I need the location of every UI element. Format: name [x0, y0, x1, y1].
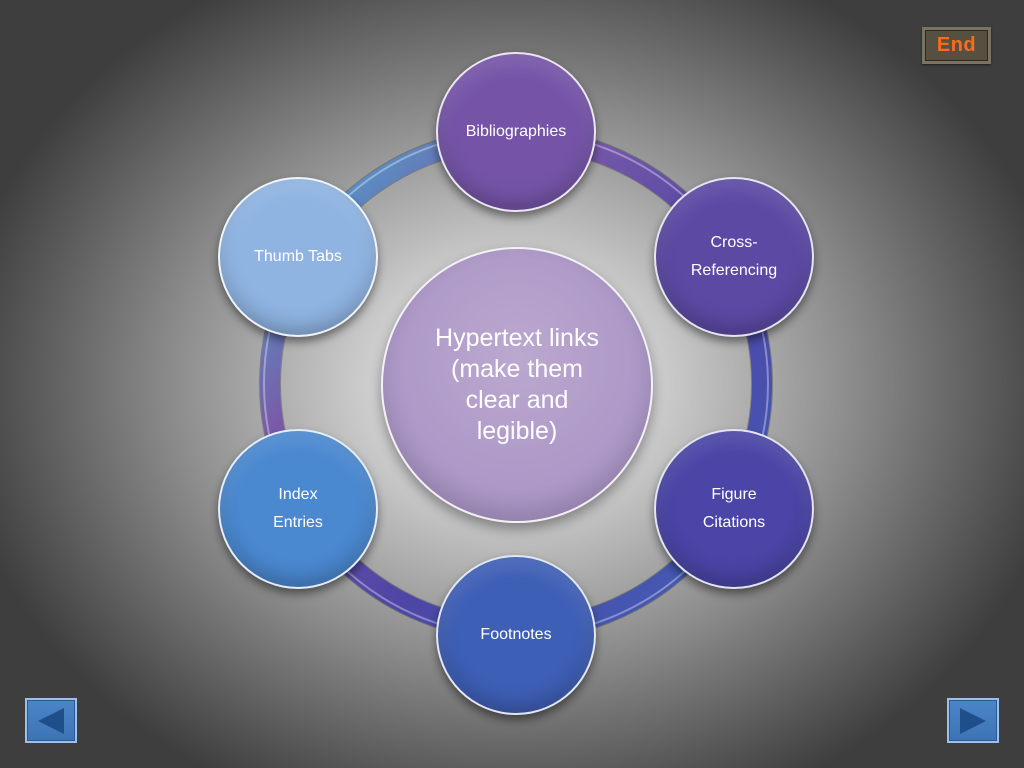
node-label: Cross- Referencing [690, 234, 778, 279]
node-label: Bibliographies [465, 123, 567, 140]
node-thumb-tabs: Thumb Tabs [218, 177, 378, 337]
node-bibliographies: Bibliographies [436, 52, 596, 212]
next-slide-button[interactable] [947, 698, 999, 743]
previous-slide-button[interactable] [25, 698, 77, 743]
node-label: Index Entries [273, 486, 323, 531]
node-cross-referencing: Cross- Referencing [654, 177, 814, 337]
triangle-left-icon [38, 707, 64, 734]
node-footnotes: Footnotes [436, 555, 596, 715]
node-label: Footnotes [480, 626, 552, 643]
end-button[interactable]: End [922, 27, 991, 64]
node-label: Figure Citations [702, 486, 766, 531]
node-label: Thumb Tabs [254, 248, 342, 265]
node-figure-citations: Figure Citations [654, 429, 814, 589]
end-button-label: End [936, 34, 977, 56]
triangle-right-icon [960, 707, 986, 734]
node-index-entries: Index Entries [218, 429, 378, 589]
center-topic: Hypertext links (make them clear and leg… [381, 247, 653, 523]
center-topic-label: Hypertext links (make them clear and leg… [435, 324, 599, 445]
